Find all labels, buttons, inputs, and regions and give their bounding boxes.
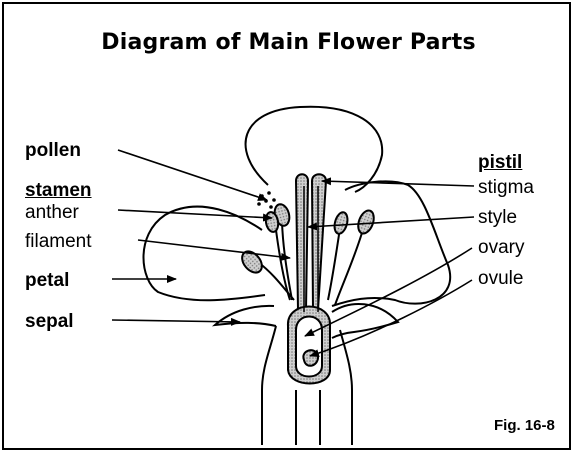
label-sepal: sepal <box>25 312 74 332</box>
right-petal <box>332 181 450 306</box>
label-ovary: ovary <box>478 238 524 258</box>
stigma-left <box>296 174 308 310</box>
filament-arrow <box>138 240 290 258</box>
label-pistil: pistil <box>478 153 522 173</box>
label-petal: petal <box>25 271 69 291</box>
ovary-inner <box>296 317 322 377</box>
stigma-right <box>312 174 326 310</box>
label-ovule: ovule <box>478 269 523 289</box>
label-stigma: stigma <box>478 178 534 198</box>
anther-right-2 <box>355 208 376 235</box>
anther-arrow <box>118 210 272 218</box>
style-arrow <box>308 217 474 227</box>
label-filament: filament <box>25 232 92 252</box>
right-sepal <box>332 304 398 338</box>
ovule-arrow <box>310 280 472 356</box>
receptacle-right <box>340 330 352 445</box>
label-style: style <box>478 208 517 228</box>
receptacle-left <box>262 326 276 445</box>
anther-right-1 <box>332 211 349 235</box>
pollen-arrow <box>118 150 267 200</box>
filament-right-1 <box>328 228 340 300</box>
label-pollen: pollen <box>25 141 81 161</box>
label-anther: anther <box>25 203 79 223</box>
label-stamen: stamen <box>25 181 92 201</box>
ovule <box>303 350 318 366</box>
figure-number: Fig. 16-8 <box>494 417 555 434</box>
left-sepal <box>215 306 276 326</box>
